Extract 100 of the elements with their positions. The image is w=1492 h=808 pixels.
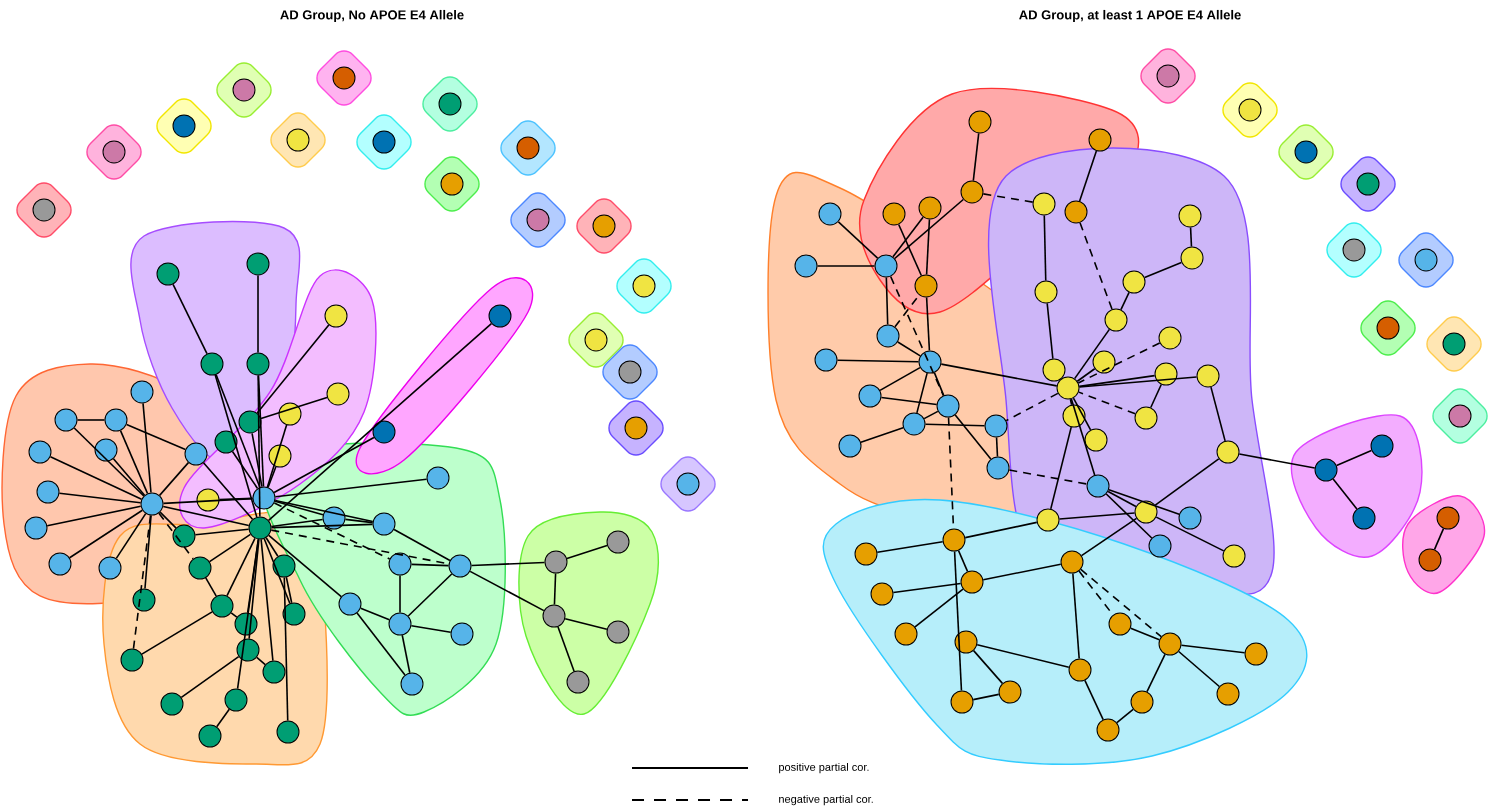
edge-line: [995, 436, 999, 458]
edge-line: [1058, 512, 1136, 520]
network-node: [1178, 506, 1202, 530]
edge-line: [393, 528, 451, 562]
network-node: [198, 724, 222, 748]
network-node: [870, 582, 894, 606]
network-node: [814, 348, 838, 372]
edge-line: [1072, 572, 1080, 660]
edge-line: [270, 523, 374, 529]
edge-line: [359, 607, 391, 621]
edge-line: [142, 402, 152, 494]
network-node: [1222, 544, 1246, 568]
edge-line: [410, 563, 450, 567]
network-node: [268, 444, 292, 468]
edge-line: [893, 198, 965, 260]
network-node: [188, 556, 212, 580]
network-node: [1134, 500, 1158, 524]
network-node: [1414, 248, 1438, 272]
edge-line: [248, 538, 260, 640]
network-node: [278, 402, 302, 426]
network-node: [794, 254, 818, 278]
network-node: [936, 394, 960, 418]
network-node: [388, 612, 412, 636]
edge-line: [1155, 516, 1225, 552]
network-node: [818, 202, 842, 226]
edge-line: [982, 193, 1034, 203]
network-node: [54, 408, 78, 432]
network-node: [246, 352, 270, 376]
edge-line: [230, 612, 238, 618]
edge-line: [204, 577, 218, 597]
edge-line: [1008, 469, 1088, 485]
edge-line: [976, 643, 1070, 669]
edge-line: [236, 538, 260, 690]
edge-line: [1180, 644, 1246, 654]
edge-line: [180, 655, 240, 699]
network-node: [1436, 506, 1460, 530]
network-node: [1244, 642, 1268, 666]
edge-line: [1143, 261, 1183, 279]
network-node: [232, 78, 256, 102]
network-node: [838, 434, 862, 458]
edge-line: [1078, 150, 1098, 202]
edge-line: [1076, 367, 1096, 383]
network-node: [960, 570, 984, 594]
network-node: [246, 252, 270, 276]
network-node: [130, 380, 154, 404]
edge-line: [214, 374, 258, 518]
network-node: [1216, 440, 1240, 464]
network-node: [160, 692, 184, 716]
network-node: [950, 690, 974, 714]
network-node: [1064, 200, 1088, 224]
edge-line: [564, 618, 608, 630]
edge-line: [923, 410, 939, 420]
edge-line: [215, 373, 261, 489]
edge-line: [1069, 398, 1073, 406]
edge-line: [1080, 568, 1162, 638]
network-node: [894, 622, 918, 646]
edge-line: [1332, 478, 1358, 510]
network-node: [1158, 632, 1182, 656]
edge-line: [1129, 627, 1161, 641]
edge-line: [270, 529, 450, 565]
edge-line: [469, 570, 545, 612]
network-node: [1196, 364, 1220, 388]
network-node: [1036, 508, 1060, 532]
network-node: [1158, 326, 1182, 350]
network-node: [282, 602, 306, 626]
network-node: [1342, 238, 1366, 262]
edge-line: [274, 500, 324, 516]
edge-line: [162, 505, 250, 527]
network-node: [172, 114, 196, 138]
edge-line: [894, 294, 920, 328]
network-node: [24, 516, 48, 540]
network-node: [210, 594, 234, 618]
network-node: [986, 456, 1010, 480]
network-node: [1104, 308, 1128, 332]
network-node: [1042, 358, 1066, 382]
edge-line: [892, 216, 924, 258]
network-node: [252, 486, 276, 510]
edge-line: [816, 265, 876, 267]
edge-line: [144, 514, 152, 590]
edge-line: [112, 457, 146, 497]
edge-line: [76, 419, 106, 421]
edge-line: [273, 436, 375, 494]
network-node: [238, 410, 262, 434]
network-node: [1086, 474, 1110, 498]
network-node: [372, 420, 396, 444]
network-node: [1216, 682, 1240, 706]
network-node: [1148, 534, 1172, 558]
network-node: [448, 554, 472, 578]
network-node: [338, 592, 362, 616]
network-node: [1418, 548, 1442, 572]
network-node: [858, 384, 882, 408]
edge-line: [1078, 376, 1198, 388]
edge-line: [58, 492, 142, 504]
network-node: [440, 172, 464, 196]
edge-line: [1046, 302, 1054, 360]
network-node: [200, 352, 224, 376]
network-node: [326, 382, 350, 406]
edge-line: [399, 574, 401, 614]
edge-line: [267, 322, 493, 522]
network-node: [272, 554, 296, 578]
